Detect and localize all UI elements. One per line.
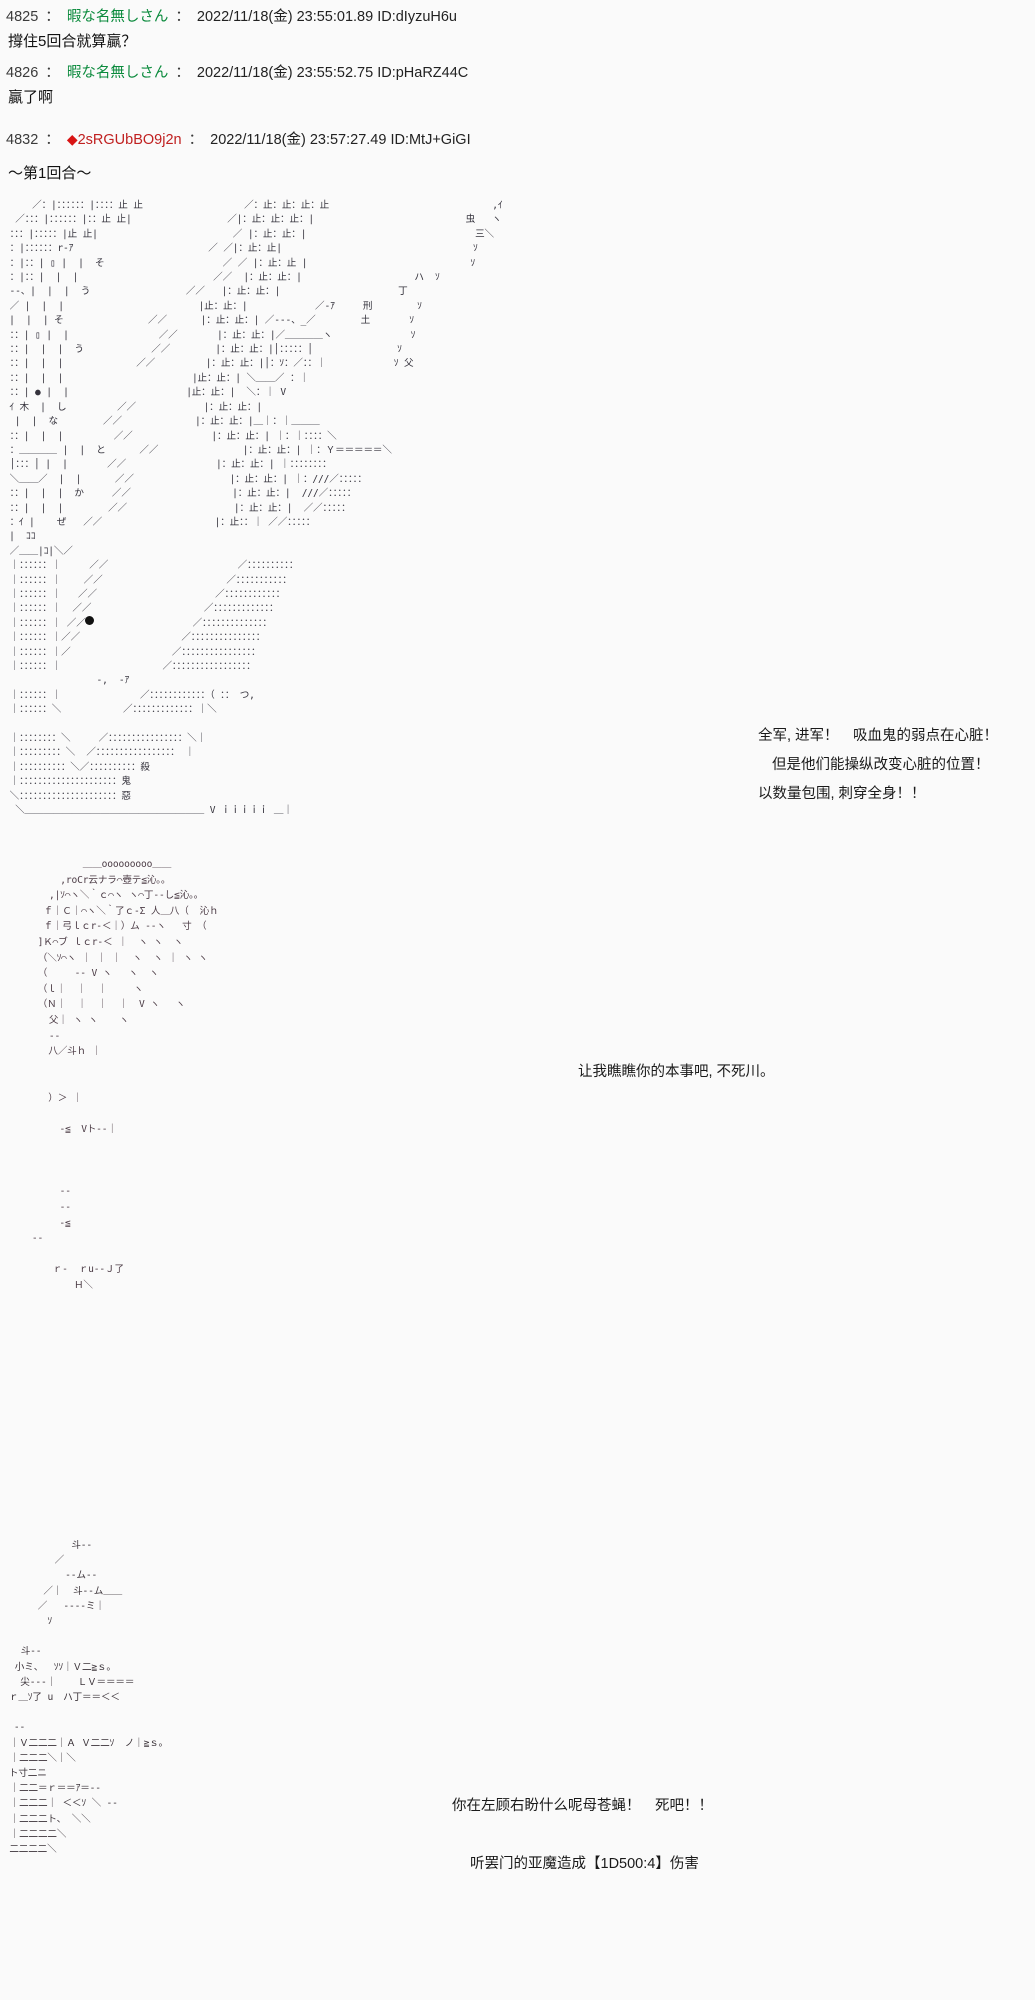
post-number[interactable]: 4825 [6, 9, 38, 25]
post-number[interactable]: 4832 [6, 132, 38, 148]
dialogue-line: 但是他们能操纵改变心脏的位置！ [758, 751, 998, 780]
post-body: 撐住5回合就算贏？ [6, 28, 1035, 60]
post-id: ID:pHaRZ44C [377, 65, 468, 81]
post: 4826 ： 暇な名無しさん ： 2022/11/18(金) 23:55:52.… [6, 62, 1035, 116]
post-author-name: 暇な名無しさん [67, 9, 169, 25]
post-author-name: 暇な名無しさん [67, 65, 169, 81]
post: 4825 ： 暇な名無しさん ： 2022/11/18(金) 23:55:01.… [6, 6, 1035, 60]
post-header: 4825 ： 暇な名無しさん ： 2022/11/18(金) 23:55:01.… [6, 6, 1035, 28]
post-separator: ： [172, 65, 193, 81]
post-id: ID:MtJ+GiGI [390, 132, 470, 148]
aa-scene-2: ＿＿ooooooooo＿＿ ,roCr云ナラ⌒壺テ≦沁｡｡ ,﬋|ｿ⌒ヽ＼｀ｃ⌒… [0, 853, 1035, 1488]
post-body: 贏了啊 [6, 84, 1035, 116]
post-separator: ： [186, 132, 207, 148]
post-header: 4826 ： 暇な名無しさん ： 2022/11/18(金) 23:55:52.… [6, 62, 1035, 84]
dialogue-scene-1: 全军, 进军！ 吸血鬼的弱点在心脏！ 但是他们能操纵改变心脏的位置！ 以数量包围… [758, 722, 998, 809]
dialogue-line: 以数量包围, 刺穿全身！！ [758, 780, 998, 809]
dice-roll-text: 听罢门的亚魔造成【1D500:4】伤害 [470, 1852, 699, 1876]
post-header: 4832 ： ◆2sRGUbBO9j2n ： 2022/11/18(金) 23:… [6, 128, 1035, 151]
aa-scene-1: ／：|：：：：：：|：：：：止 止 ／：止：止：止：止 ,ｲ ／：：：|：：：：… [0, 195, 1035, 795]
post-timestamp: 2022/11/18(金) 23:55:01.89 [197, 9, 373, 25]
chapter-heading: ～第1回合～ [6, 153, 1035, 189]
post: 4832 ： ◆2sRGUbBO9j2n ： 2022/11/18(金) 23:… [6, 128, 1035, 151]
ascii-art-3: ﬋斗‐‐ ／ ﬋｜ ﬋＼ ／ ﬋｜｜ ﬋‐‐ム‐‐ ／｜ ﬋｜ ﬋斗‐‐ム＿＿ … [4, 1538, 169, 1857]
post-separator: ： [42, 132, 63, 148]
post-number[interactable]: 4826 [6, 65, 38, 81]
post-separator: ： [172, 9, 193, 25]
post-list: 4825 ： 暇な名無しさん ： 2022/11/18(金) 23:55:01.… [0, 0, 1035, 189]
tripcode-diamond-icon: ◆ [67, 131, 78, 147]
post-separator: ： [42, 65, 63, 81]
post-author-name: 2sRGUbBO9j2n [78, 132, 182, 148]
aa-scene-3: ﬋斗‐‐ ／ ﬋｜ ﬋＼ ／ ﬋｜｜ ﬋‐‐ム‐‐ ／｜ ﬋｜ ﬋斗‐‐ム＿＿ … [0, 1534, 1035, 1864]
post-separator: ： [42, 9, 63, 25]
ascii-art-2: ＿＿ooooooooo＿＿ ,roCr云ナラ⌒壺テ≦沁｡｡ ,﬋|ｿ⌒ヽ＼｀ｃ⌒… [4, 857, 219, 1450]
ascii-art-1: ／：|：：：：：：|：：：：止 止 ／：止：止：止：止 ,ｲ ／：：：|：：：：… [4, 199, 503, 818]
dialogue-line: 全军, 进军！ 吸血鬼的弱点在心脏！ [758, 722, 998, 751]
dialogue-line: 你在左顾右盼什么呢母苍蝇！ 死吧！！ [452, 1792, 713, 1821]
post-timestamp: 2022/11/18(金) 23:55:52.75 [197, 65, 373, 81]
dialogue-scene-3: 你在左顾右盼什么呢母苍蝇！ 死吧！！ [452, 1792, 713, 1821]
art-accent-dot [85, 616, 94, 625]
post-id: ID:dIyzuH6u [377, 9, 457, 25]
post-timestamp: 2022/11/18(金) 23:57:27.49 [210, 132, 386, 148]
scene-divider [0, 1488, 1035, 1534]
dialogue-scene-2: 让我瞧瞧你的本事吧, 不死川。 [578, 1058, 775, 1087]
dialogue-line: 让我瞧瞧你的本事吧, 不死川。 [578, 1058, 775, 1087]
